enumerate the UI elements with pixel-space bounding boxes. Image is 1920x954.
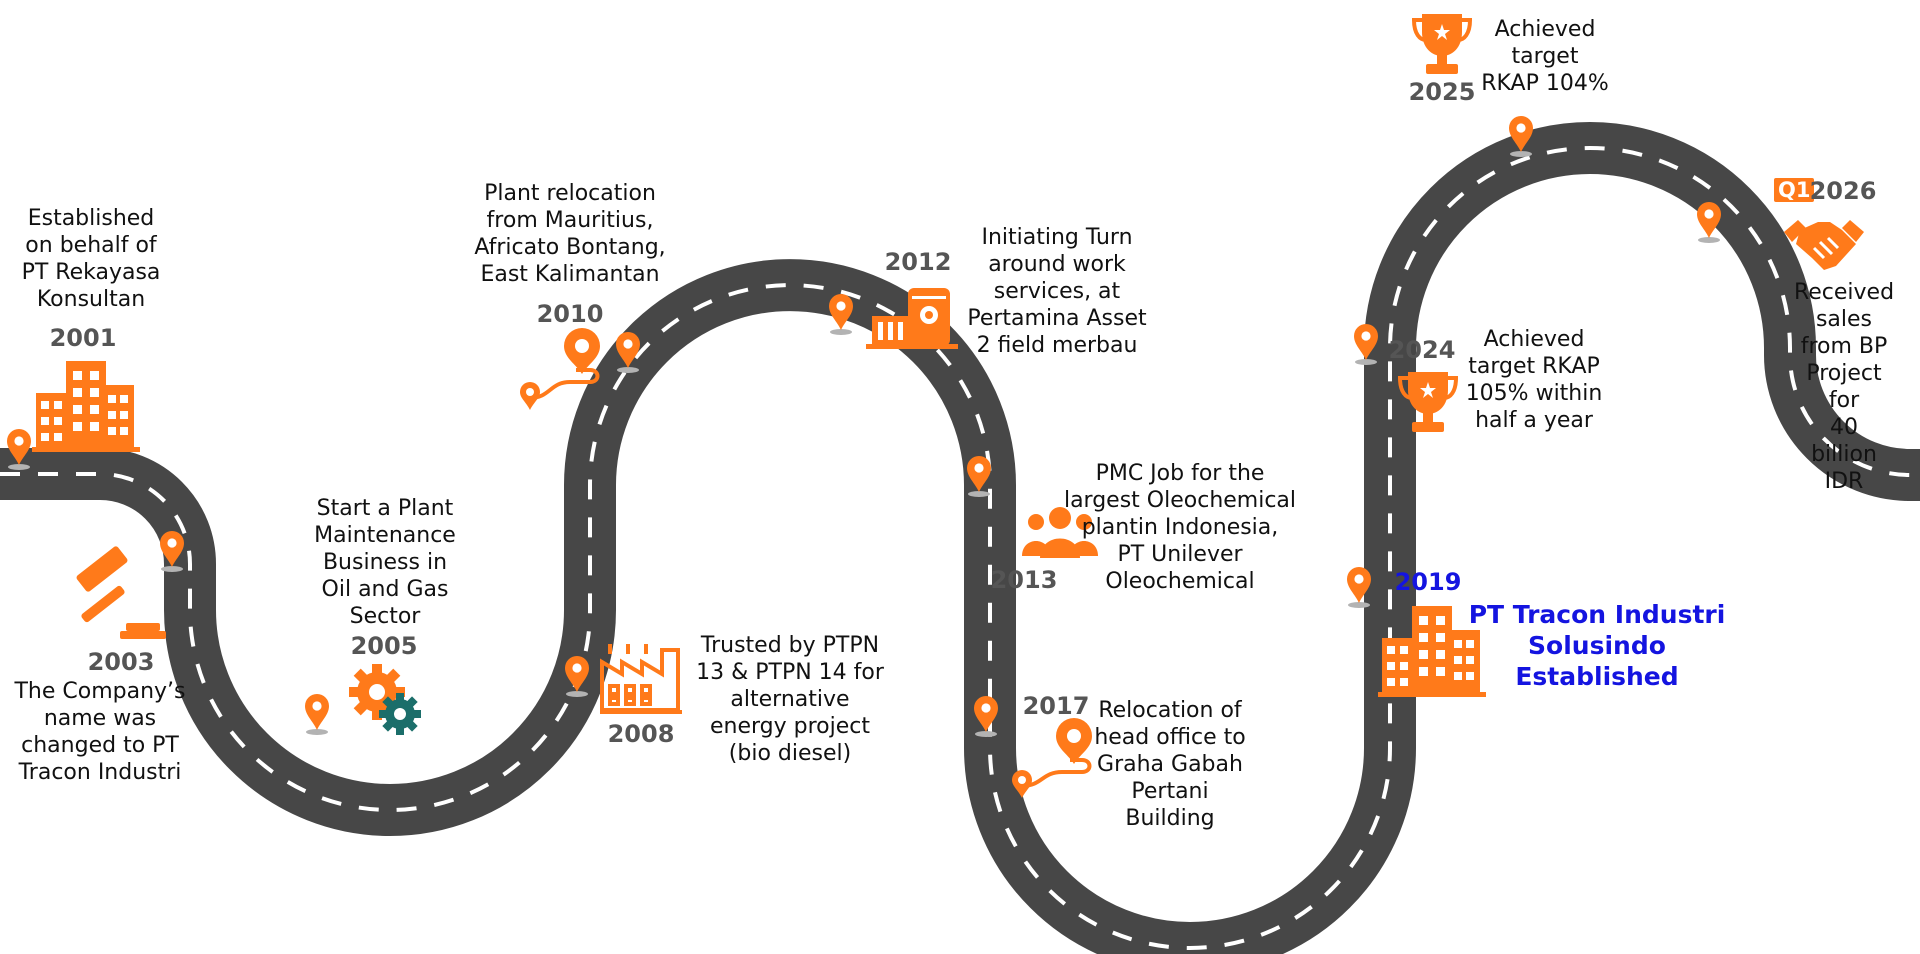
oil-tank-icon (866, 288, 958, 349)
milestone-2005-text: Start a Plant Maintenance Business in Oi… (314, 496, 456, 629)
milestone-2001-year: 2001 (49, 324, 117, 352)
road-center-dashes (0, 146, 1920, 950)
milestone-2025-year: 2025 (1408, 78, 1476, 106)
milestone-2012-year: 2012 (884, 248, 952, 276)
route-icon (520, 328, 600, 410)
milestone-2019-headline: PT Tracon Industri Solusindo Established (1468, 600, 1726, 691)
milestone-2008-year: 2008 (607, 720, 675, 748)
milestone-2013-year: 2013 (990, 566, 1058, 594)
handshake-icon (1784, 220, 1864, 270)
gears-icon (349, 664, 421, 735)
office-building-icon (1378, 606, 1486, 697)
milestone-2017-year: 2017 (1022, 692, 1090, 720)
milestone-2025-text: Achieved target RKAP 104% (1481, 17, 1609, 96)
quarter-badge: Q1 (1774, 178, 1815, 202)
milestone-2026-year: 2026 (1809, 177, 1877, 205)
team-icon (1022, 507, 1098, 558)
location-pin-icon (1697, 202, 1721, 243)
milestone-2026-text: Received sales from BP Project for 40 bi… (1793, 280, 1895, 494)
milestone-2001-text: Established on behalf of PT Rekayasa Kon… (21, 206, 161, 312)
milestone-2005-year: 2005 (350, 632, 418, 660)
milestone-2024-text: Achieved target RKAP 105% within half a … (1465, 327, 1603, 433)
milestone-2017-text: Relocation of head office to Graha Gabah… (1094, 698, 1246, 831)
milestone-2012-text: Initiating Turn around work services, at… (967, 225, 1147, 358)
trophy-icon (1397, 372, 1459, 432)
route-icon (1012, 718, 1092, 798)
milestone-2010-text: Plant relocation from Mauritius, Africat… (474, 181, 666, 287)
milestone-2003-year: 2003 (87, 648, 155, 676)
winding-road (0, 122, 1920, 954)
milestone-2003-text: The Company’s name was changed to PT Tra… (14, 679, 186, 785)
factory-icon (600, 644, 682, 714)
milestone-2019-year: 2019 (1394, 568, 1462, 596)
office-building-icon (32, 361, 140, 452)
gavel-icon (76, 546, 166, 639)
milestone-2024-year: 2024 (1388, 336, 1456, 364)
location-pin-icon (305, 694, 329, 735)
milestone-2008-text: Trusted by PTPN 13 & PTPN 14 for alterna… (696, 633, 884, 766)
location-pin-icon (829, 294, 853, 335)
milestone-2013-text: PMC Job for the largest Oleochemical pla… (1063, 461, 1297, 594)
trophy-icon (1411, 14, 1473, 74)
milestone-2010-year: 2010 (536, 300, 604, 328)
